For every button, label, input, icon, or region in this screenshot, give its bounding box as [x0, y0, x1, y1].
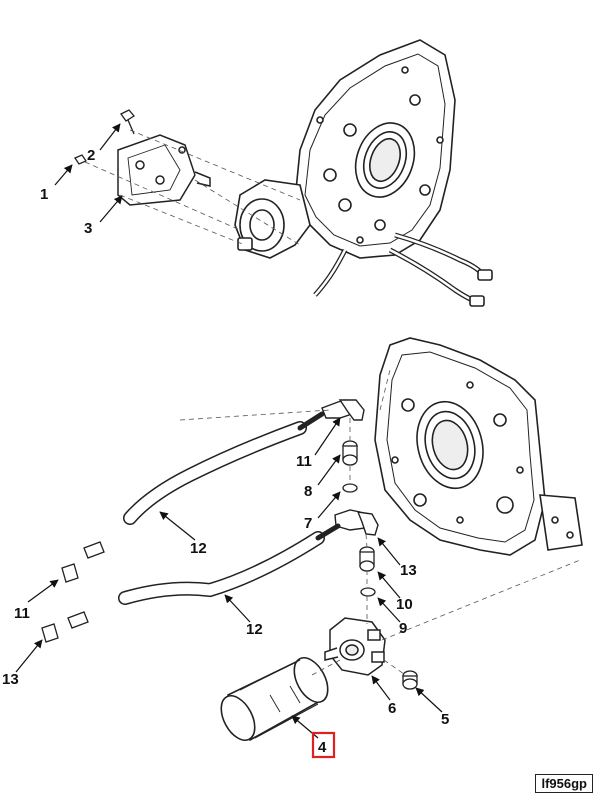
- callout-leaders: [15, 123, 443, 739]
- adapter-part-10: [359, 546, 375, 572]
- hose-part-12-upper: [123, 411, 325, 525]
- callout-8: 8: [304, 483, 312, 500]
- hose-end-fitting-13: [41, 611, 89, 643]
- o-ring-part-7: [342, 483, 358, 493]
- bolt-part-2: [120, 109, 135, 135]
- callout-5: 5: [441, 711, 449, 728]
- alignment-lines-lower: [179, 369, 581, 676]
- callout-12-upper: 12: [190, 540, 207, 557]
- gear-housing-lower: [374, 337, 583, 556]
- nut-part-1: [74, 154, 87, 165]
- callout-10: 10: [396, 596, 413, 613]
- callout-6: 6: [388, 700, 396, 717]
- callout-9: 9: [399, 620, 407, 637]
- callout-13-left: 13: [2, 671, 19, 688]
- callout-2: 2: [87, 147, 95, 164]
- filter-head-part-6: [324, 617, 386, 676]
- elbow-fitting-lower: [334, 509, 379, 536]
- figure-id-label: lf956gp: [535, 774, 593, 793]
- callout-13-right: 13: [400, 562, 417, 579]
- callout-11-left: 11: [14, 605, 30, 622]
- flywheel-housing-top: [234, 39, 493, 307]
- plug-part-5: [402, 670, 418, 690]
- hose-part-12-lower: [118, 523, 341, 605]
- callout-3: 3: [84, 220, 92, 237]
- callout-7: 7: [304, 515, 312, 532]
- callout-11-upper: 11: [296, 453, 312, 470]
- adapter-part-8: [342, 440, 358, 466]
- elbow-fitting-upper: [321, 399, 365, 421]
- bracket-part-3: [117, 134, 211, 206]
- callout-4: 4: [318, 739, 327, 756]
- hose-end-fitting-11: [61, 541, 105, 583]
- o-ring-part-9: [360, 587, 376, 597]
- callout-12-lower: 12: [246, 621, 263, 638]
- highlight-box-4: [311, 731, 336, 759]
- oil-filter-part-4: [220, 657, 329, 742]
- callout-1: 1: [40, 186, 48, 203]
- alignment-lines-top: [84, 129, 301, 246]
